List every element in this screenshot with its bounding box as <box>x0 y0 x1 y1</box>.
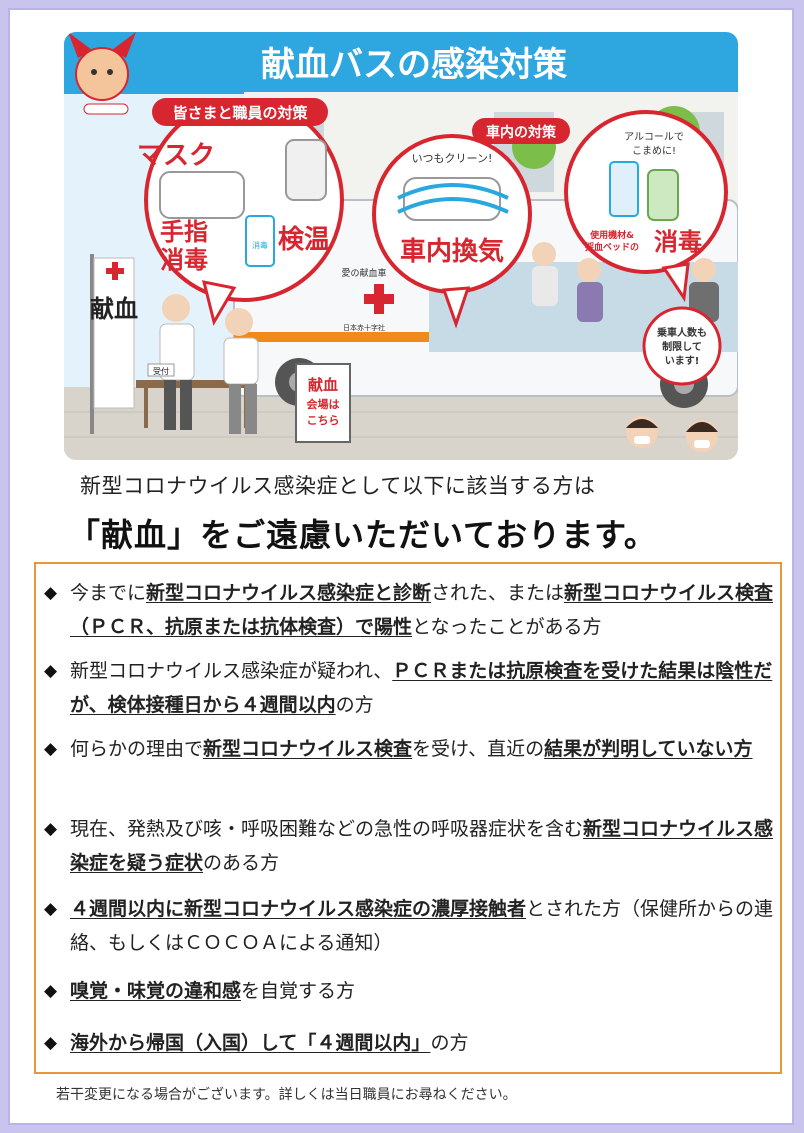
bullet-diamond-icon: ◆ <box>44 981 58 1001</box>
bullet-diamond-icon: ◆ <box>44 899 58 919</box>
bus-org: 日本赤十字社 <box>343 323 385 332</box>
emphasis-text: 新型コロナウイルス感染症を疑う症状 <box>70 818 774 874</box>
criteria-item: ◆今までに新型コロナウイルス感染症と診断された、または新型コロナウイルス検査（Ｐ… <box>44 576 774 644</box>
criteria-item: ◆新型コロナウイルス感染症が疑われ、ＰＣＲまたは抗原検査を受けた結果は陰性だが、… <box>44 654 774 722</box>
emphasis-text: 嗅覚・味覚の違和感 <box>70 980 242 1002</box>
plain-text: 今までに <box>70 582 147 604</box>
footnote: 若干変更になる場合がございます。詳しくは当日職員にお尋ねください。 <box>56 1087 517 1103</box>
criteria-item: ◆何らかの理由で新型コロナウイルス検査を受け、直近の結果が判明していない方 <box>44 732 774 766</box>
plain-text: 何らかの理由で <box>70 738 204 760</box>
sign-text-3: こちら <box>307 414 340 427</box>
emphasis-text: 新型コロナウイルス検査 <box>203 738 413 760</box>
emphasis-text: 新型コロナウイルス検査（ＰＣＲ、抗原または抗体検査）で陽性 <box>70 582 774 638</box>
vent-caption: いつもクリーン! <box>412 152 493 165</box>
temp-label: 検温 <box>278 225 330 255</box>
bullet-diamond-icon: ◆ <box>44 661 58 681</box>
criteria-text: 海外から帰国（入国）して「４週間以内」の方 <box>44 1026 774 1060</box>
emphasis-text: 海外から帰国（入国）して「４週間以内」 <box>70 1032 431 1054</box>
emphasis-text: ＰＣＲまたは抗原検査を受けた結果は陰性だが、検体接種日から４週間以内 <box>70 660 773 716</box>
criteria-item: ◆現在、発熱及び咳・呼吸困難などの急性の呼吸器症状を含む新型コロナウイルス感染症… <box>44 812 774 880</box>
equipment-caption-1: 使用機材& <box>589 229 634 241</box>
criteria-item: ◆海外から帰国（入国）して「４週間以内」の方 <box>44 1026 774 1060</box>
thermometer-icon <box>285 139 327 201</box>
bullet-diamond-icon: ◆ <box>44 583 58 603</box>
plain-text: を自覚する方 <box>241 980 356 1002</box>
criteria-text: 今までに新型コロナウイルス感染症と診断された、または新型コロナウイルス検査（ＰＣ… <box>44 576 774 644</box>
mask-label: マスク <box>137 141 215 171</box>
equipment-caption-2: 採血ベッドの <box>585 241 639 253</box>
glove-icon <box>647 169 679 221</box>
mascot-icon <box>75 47 129 101</box>
bullet-diamond-icon: ◆ <box>44 819 58 839</box>
spray-bottle-icon <box>609 161 639 217</box>
criteria-text: 嗅覚・味覚の違和感を自覚する方 <box>44 974 774 1008</box>
hand-label-1: 手指 <box>160 218 208 246</box>
limit-text-1: 乗車人数も <box>656 326 707 339</box>
limit-text-2: 制限して <box>662 340 702 353</box>
bus-measures-tag: 車内の対策 <box>486 124 557 141</box>
bus-name: 愛の献血車 <box>341 267 386 279</box>
alcohol-caption-2: こまめに! <box>632 145 676 157</box>
criteria-item: ◆嗅覚・味覚の違和感を自覚する方 <box>44 974 774 1008</box>
plain-text: の方 <box>430 1032 469 1054</box>
bottle-label: 消毒 <box>252 240 268 250</box>
disinfect-label: 消毒 <box>654 228 702 256</box>
emphasis-text: 結果が判明していない方 <box>544 738 753 760</box>
sign-text-2: 会場は <box>307 397 340 411</box>
sanitizer-bottle-icon <box>245 215 275 267</box>
headline: 「献血」をご遠慮いただいております。 <box>68 516 657 554</box>
criteria-text: 現在、発熱及び咳・呼吸困難などの急性の呼吸器症状を含む新型コロナウイルス感染症を… <box>44 812 774 880</box>
sign-text-1: 献血 <box>308 376 338 394</box>
criteria-text: ４週間以内に新型コロナウイルス感染症の濃厚接触者とされた方（保健所からの連絡、も… <box>44 892 774 960</box>
plain-text: を受け、直近の <box>412 738 545 760</box>
illustration-svg: 献血 受付 献血 会場は こちら 愛の献血車 日本赤十字社 <box>64 32 738 460</box>
flag-text-1: 献血 <box>90 295 138 323</box>
hand-label-2: 消毒 <box>160 246 208 274</box>
vent-label: 車内換気 <box>400 236 504 267</box>
reception-label: 受付 <box>153 366 169 376</box>
lead-text: 新型コロナウイルス感染症として以下に該当する方は <box>80 474 596 498</box>
plain-text: 新型コロナウイルス感染症が疑われ、 <box>70 660 393 682</box>
emphasis-text: 新型コロナウイルス感染症と診断 <box>146 582 432 604</box>
poster-page: 献血 受付 献血 会場は こちら 愛の献血車 日本赤十字社 <box>8 8 794 1125</box>
bullet-diamond-icon: ◆ <box>44 1033 58 1053</box>
plain-text: 現在、発熱及び咳・呼吸困難などの急性の呼吸器症状を含む <box>70 818 584 840</box>
infection-measures-illustration: 献血 受付 献血 会場は こちら 愛の献血車 日本赤十字社 <box>64 32 738 460</box>
mask-icon <box>159 171 245 219</box>
plain-text: の方 <box>335 694 374 716</box>
plain-text: となったことがある方 <box>412 616 602 638</box>
limit-text-3: います! <box>665 355 700 367</box>
staff-measures-tag: 皆さまと職員の対策 <box>172 104 308 122</box>
criteria-text: 何らかの理由で新型コロナウイルス検査を受け、直近の結果が判明していない方 <box>44 732 774 766</box>
plain-text: された、または <box>431 582 565 604</box>
bullet-diamond-icon: ◆ <box>44 739 58 759</box>
criteria-item: ◆４週間以内に新型コロナウイルス感染症の濃厚接触者とされた方（保健所からの連絡、… <box>44 892 774 960</box>
plain-text: のある方 <box>203 852 280 874</box>
exclusion-criteria-box: ◆今までに新型コロナウイルス感染症と診断された、または新型コロナウイルス検査（Ｐ… <box>34 562 782 1074</box>
emphasis-text: ４週間以内に新型コロナウイルス感染症の濃厚接触者 <box>70 898 527 920</box>
criteria-text: 新型コロナウイルス感染症が疑われ、ＰＣＲまたは抗原検査を受けた結果は陰性だが、検… <box>44 654 774 722</box>
poster-title: 献血バスの感染対策 <box>261 45 567 85</box>
alcohol-caption-1: アルコールで <box>624 132 684 143</box>
plain-text: とされた方（保健所からの連絡、もしくはＣＯＣＯＡによる通知） <box>70 898 774 954</box>
